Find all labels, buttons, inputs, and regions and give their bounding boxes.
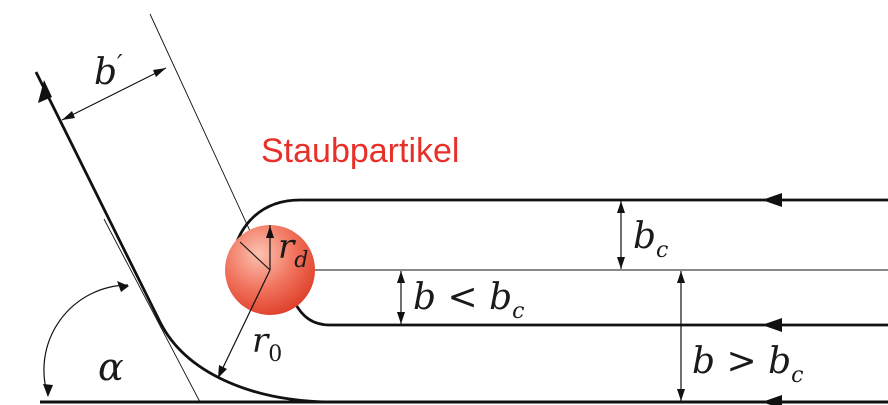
label-b-less-bc: b < bc (413, 277, 524, 324)
label-alpha: α (98, 345, 124, 389)
label-r-0: r0 (252, 321, 282, 367)
bc-arrow-bottom (617, 257, 625, 269)
label-b-c: bc (633, 216, 668, 263)
label-b-prime: b′ (94, 50, 123, 93)
b-greater-arrow-top (677, 271, 685, 283)
diagram-title: Staubpartikel (261, 132, 459, 170)
b-less-arrow-bottom (397, 312, 405, 324)
trajectory-critical (230, 198, 888, 261)
trajectory-captured (293, 302, 888, 327)
flow-arrow-middle (762, 318, 782, 332)
alpha-arc-arrow-top (117, 281, 129, 292)
flow-arrow-top (762, 193, 782, 207)
b-prime-arrow-left (62, 111, 75, 120)
radius-r0-arrow (218, 365, 227, 378)
radius-rd-arrow (266, 226, 274, 238)
bc-arrow-top (617, 201, 625, 213)
label-b-greater-bc: b > bc (692, 341, 803, 388)
radius-center-tick (239, 241, 271, 271)
b-prime-dimension (61, 67, 167, 121)
label-r-d: rd (278, 227, 308, 273)
flow-arrow-bottom (762, 395, 782, 405)
b-greater-arrow-bottom (677, 389, 685, 401)
alpha-angle-arc (43, 284, 129, 397)
incoming-direction-line (149, 13, 269, 271)
b-prime-arrow-right (153, 68, 166, 77)
b-less-arrow-top (397, 271, 405, 283)
trajectory-outer (34, 71, 888, 404)
angle-reference-line (103, 218, 201, 403)
flow-arrow-outgoing (38, 80, 52, 103)
radius-r0-line (217, 269, 271, 379)
alpha-arc-arrow-bottom (43, 384, 53, 397)
